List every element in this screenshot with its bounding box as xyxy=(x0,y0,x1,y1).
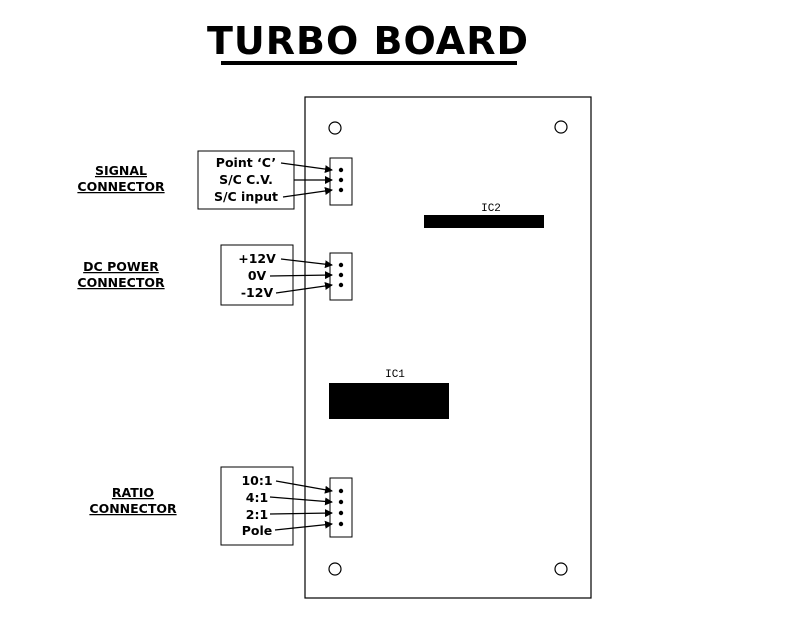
ratio-arrow xyxy=(275,480,333,494)
dc-power-pin-label-box xyxy=(220,244,294,306)
signal-pin-label: S/C input xyxy=(214,189,278,204)
ratio-pin-label: 2:1 xyxy=(246,507,268,522)
signal-connector-group: SIGNAL CONNECTOR Point ‘C’ S/C C.V. S/C … xyxy=(77,150,353,210)
ratio-pin-label: Pole xyxy=(242,523,273,538)
ratio-arrow xyxy=(274,520,333,531)
title-underline xyxy=(221,61,517,65)
board-outline xyxy=(304,96,592,599)
ratio-arrow xyxy=(269,509,333,518)
mounting-hole-bottom-left xyxy=(328,562,342,576)
ratio-connector-group: RATIO CONNECTOR 10:1 4:1 2:1 Pole xyxy=(89,466,353,546)
dc-power-pin-label: -12V xyxy=(241,285,274,300)
mounting-hole-bottom-right xyxy=(554,562,568,576)
ratio-pin-dot xyxy=(338,488,344,494)
signal-connector-title-line2: CONNECTOR xyxy=(77,179,165,194)
dc-power-arrow xyxy=(275,282,333,294)
dc-power-arrow xyxy=(280,258,333,269)
ratio-pin-dot xyxy=(338,521,344,527)
ratio-arrow xyxy=(269,496,333,506)
ratio-connector-title-line2: CONNECTOR xyxy=(89,501,177,516)
mounting-hole-top-left xyxy=(328,121,342,135)
dc-power-pin-label: +12V xyxy=(238,251,276,266)
signal-pin-dot xyxy=(338,167,344,173)
ratio-pin-dot xyxy=(338,510,344,516)
dc-power-arrow xyxy=(269,271,333,280)
signal-pin-dot xyxy=(338,187,344,193)
ratio-pin-dot xyxy=(338,499,344,505)
ratio-pin-label-box xyxy=(220,466,294,546)
ic2-chip xyxy=(424,215,544,228)
signal-arrow xyxy=(282,187,333,198)
dc-power-connector-group: DC POWER CONNECTOR +12V 0V -12V xyxy=(77,244,353,306)
mounting-hole-top-right xyxy=(554,120,568,134)
ic1-chip xyxy=(329,383,449,419)
signal-pin-label-box xyxy=(197,150,295,210)
diagram-title: TURBO BOARD xyxy=(207,19,529,63)
ic2-label: IC2 xyxy=(481,203,501,215)
dc-power-connector-title-line2: CONNECTOR xyxy=(77,275,165,290)
dc-power-connector-title-line1: DC POWER xyxy=(83,259,159,274)
dc-power-pin-label: 0V xyxy=(248,268,267,283)
ic1-label: IC1 xyxy=(385,369,405,381)
ratio-connector-title-line1: RATIO xyxy=(112,485,154,500)
ratio-pin-label: 10:1 xyxy=(241,473,272,488)
ratio-connector-header xyxy=(329,477,353,538)
signal-pin-label: Point ‘C’ xyxy=(216,155,276,170)
dc-power-pin-dot xyxy=(338,272,344,278)
signal-pin-dot xyxy=(338,177,344,183)
ratio-pin-label: 4:1 xyxy=(246,490,268,505)
dc-power-pin-dot xyxy=(338,282,344,288)
signal-pin-label: S/C C.V. xyxy=(219,172,273,187)
signal-arrow xyxy=(280,162,333,174)
dc-power-pin-dot xyxy=(338,262,344,268)
signal-connector-title-line1: SIGNAL xyxy=(95,163,147,178)
